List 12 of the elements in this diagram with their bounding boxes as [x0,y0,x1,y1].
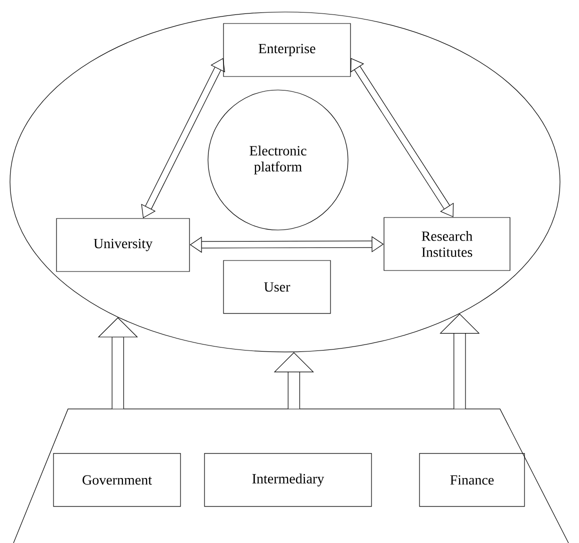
hollow-arrow [98,317,138,409]
label-box: University [56,218,190,272]
hollow-arrow [350,58,454,218]
label-box: Finance [419,453,525,507]
support-base [13,408,569,543]
label-box: Government [53,453,181,507]
label-box: Enterprise [223,23,351,77]
label-box: User [223,260,331,314]
label-box: Intermediary [204,453,372,507]
ecosystem-ellipse [10,12,560,352]
hollow-arrow [274,352,314,409]
label-box: Research Institutes [384,217,510,271]
